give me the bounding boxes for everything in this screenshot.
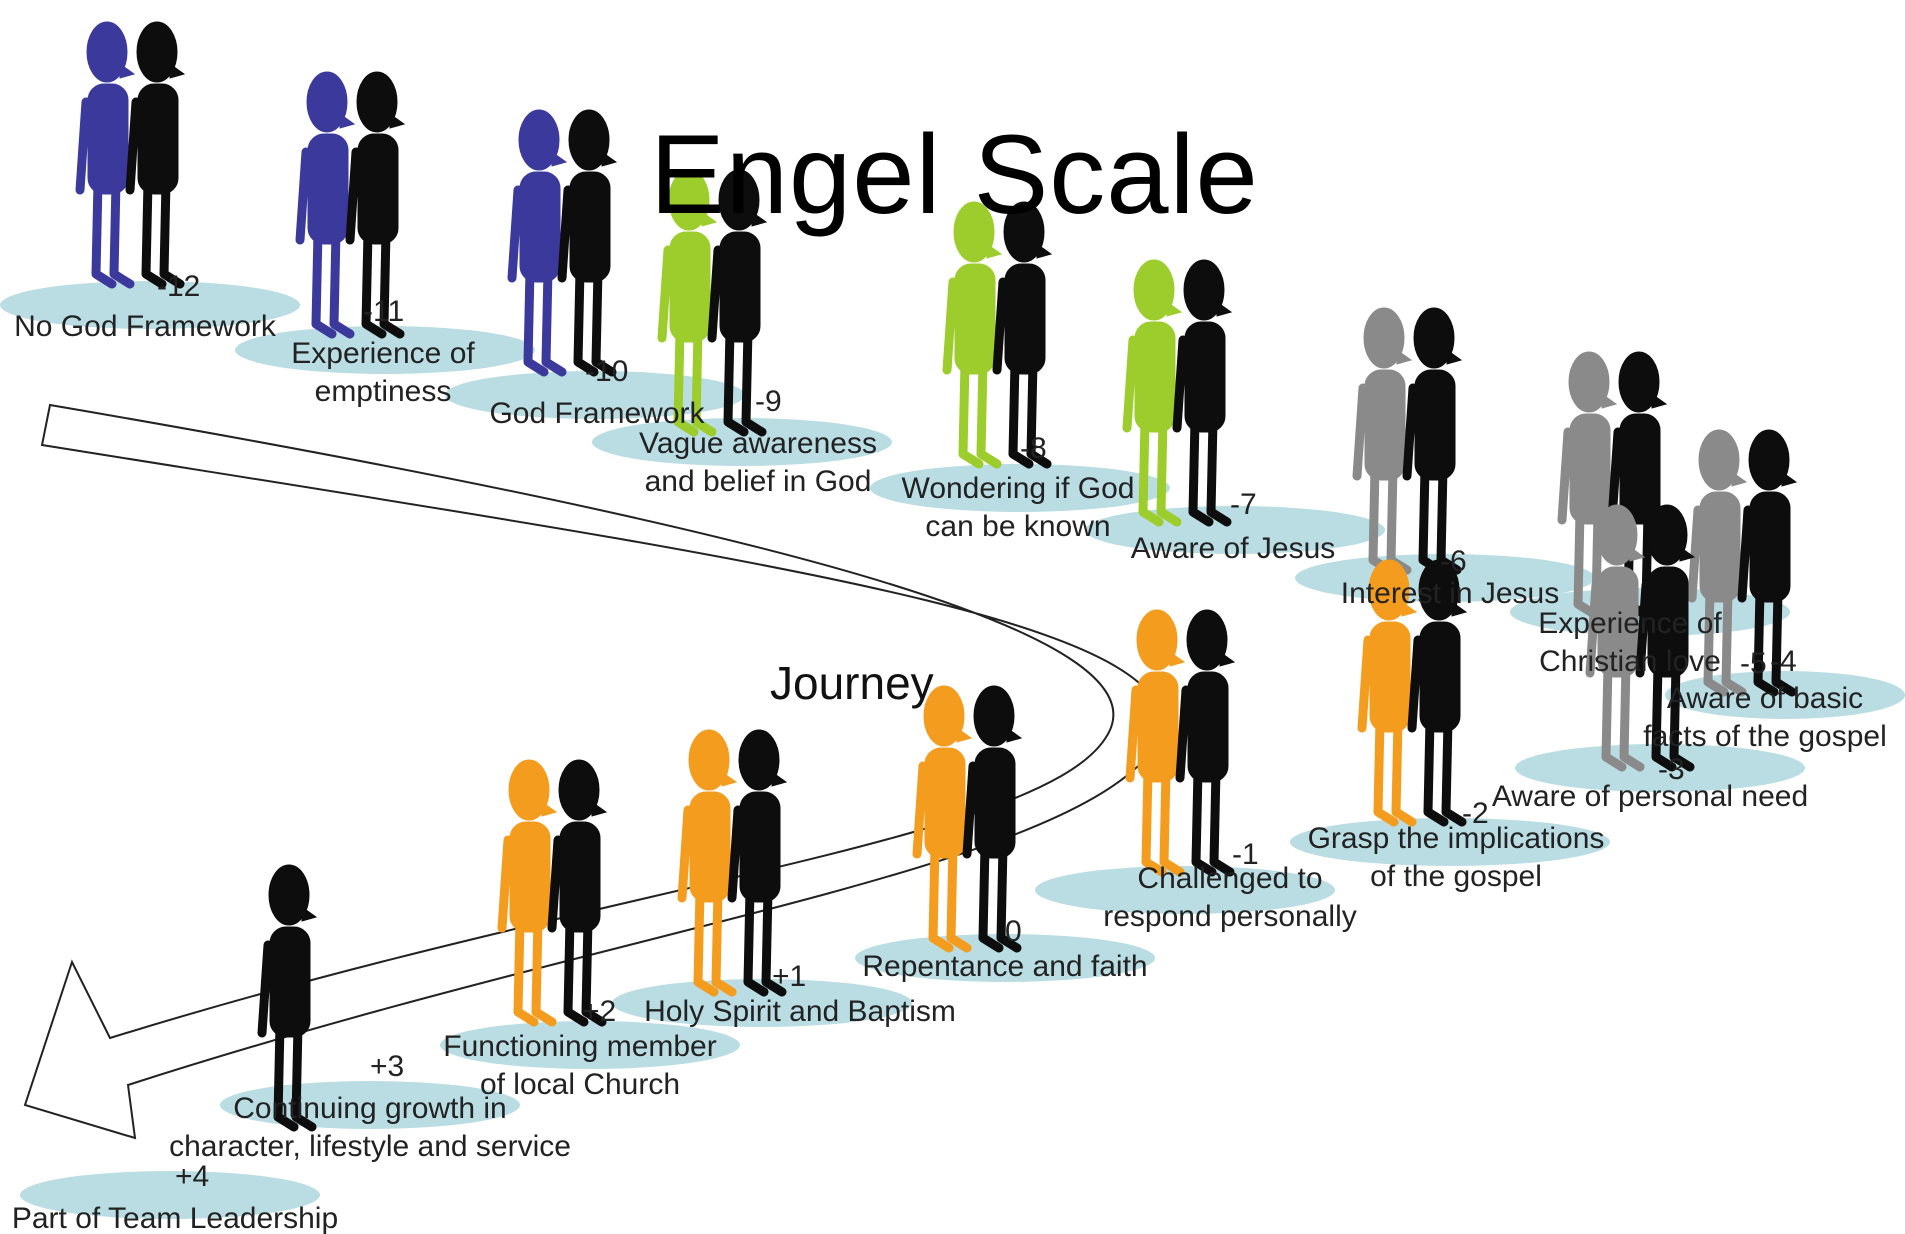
journey-label: Journey xyxy=(770,657,934,709)
stage-label: Part of Team Leadership xyxy=(11,1202,339,1234)
stage-pad xyxy=(612,979,912,1027)
seeker-figure-icon xyxy=(1585,504,1646,772)
person-pair-icon xyxy=(295,71,406,339)
person-pair-icon xyxy=(257,864,318,1132)
guide-figure-icon xyxy=(345,71,406,339)
person-pair-icon xyxy=(507,109,618,377)
stage-number: 0 xyxy=(1005,915,1022,948)
guide-figure-icon xyxy=(547,759,608,1027)
guide-figure-icon xyxy=(557,109,618,377)
stage-number: +1 xyxy=(772,960,807,993)
stage-number: -2 xyxy=(1462,797,1489,830)
stage-pad xyxy=(1515,744,1805,792)
person-pair-icon xyxy=(1352,307,1463,575)
stage-pad xyxy=(870,464,1170,512)
person-pair-icon xyxy=(677,729,788,997)
stage-pad xyxy=(1035,866,1335,914)
stage-label: Aware of personal need xyxy=(1491,780,1809,813)
stage-pad xyxy=(1290,818,1610,866)
stage-number: -3 xyxy=(1658,753,1685,786)
stage-label: Repentance and faith xyxy=(862,950,1148,983)
guide-figure-icon xyxy=(1402,307,1463,575)
person-pair-icon xyxy=(497,759,608,1027)
stage-number: -9 xyxy=(755,385,782,418)
seeker-figure-icon xyxy=(497,759,558,1027)
stage-number: -8 xyxy=(1020,432,1047,465)
stage-number: +2 xyxy=(582,995,617,1028)
guide-figure-icon xyxy=(992,201,1053,469)
guide-figure-icon xyxy=(1737,429,1798,697)
seeker-figure-icon xyxy=(75,21,136,289)
seeker-figure-icon xyxy=(677,729,738,997)
person-pair-icon xyxy=(942,201,1053,469)
guide-figure-icon xyxy=(962,685,1023,953)
seeker-figure-icon xyxy=(1125,609,1186,877)
stage-pad xyxy=(20,1171,320,1219)
guide-figure-icon xyxy=(707,169,768,437)
seeker-figure-icon xyxy=(1122,259,1183,527)
stage-pad xyxy=(440,1021,740,1069)
stage-figures xyxy=(75,21,1798,1132)
person-pair-icon xyxy=(1585,504,1696,772)
guide-figure-icon xyxy=(1172,259,1233,527)
stage-pad xyxy=(592,418,892,466)
stage-pad xyxy=(0,281,300,329)
person-pair-icon xyxy=(912,685,1023,953)
guide-figure-icon xyxy=(1635,504,1696,772)
stage-number: -12 xyxy=(157,270,201,303)
stage-number: -10 xyxy=(585,355,629,388)
stage-number: -5 xyxy=(1740,647,1767,680)
stage-number: +3 xyxy=(370,1050,405,1083)
seeker-figure-icon xyxy=(912,685,973,953)
diagram-title: Engel Scale xyxy=(650,112,1259,237)
stage-number: -4 xyxy=(1770,645,1797,678)
seeker-figure-icon xyxy=(942,201,1003,469)
stage-label: Aware of Jesus xyxy=(1130,532,1336,565)
seeker-figure-icon xyxy=(657,169,718,437)
stage-number: -6 xyxy=(1440,545,1467,578)
stage-pad xyxy=(855,934,1155,982)
journey-arrow xyxy=(23,403,1164,1140)
stage-number: -11 xyxy=(363,295,405,328)
person-pair-icon xyxy=(1125,609,1236,877)
seeker-figure-icon xyxy=(1687,429,1748,697)
person-pair-icon xyxy=(1357,559,1468,827)
guide-figure-icon xyxy=(125,21,186,289)
person-pair-icon xyxy=(75,21,186,289)
person-pair-icon xyxy=(657,169,768,437)
stage-pad xyxy=(445,371,745,419)
person-pair-icon xyxy=(1687,429,1798,697)
guide-figure-icon xyxy=(257,864,318,1132)
guide-figure-icon xyxy=(1407,559,1468,827)
stage-label: No God Framework xyxy=(14,310,276,343)
person-pair-icon xyxy=(1122,259,1233,527)
stage-label: Holy Spirit and Baptism xyxy=(644,995,956,1028)
stage-label: Interest in Jesus xyxy=(1340,577,1560,610)
seeker-figure-icon xyxy=(1357,559,1418,827)
guide-figure-icon xyxy=(727,729,788,997)
guide-figure-icon xyxy=(1175,609,1236,877)
stage-pad xyxy=(235,326,535,374)
seeker-figure-icon xyxy=(295,71,356,339)
seeker-figure-icon xyxy=(507,109,568,377)
stage-number: +4 xyxy=(175,1160,210,1193)
stage-label: God Framework xyxy=(489,397,705,430)
stage-number: -7 xyxy=(1230,488,1257,521)
stage-number: -1 xyxy=(1232,838,1259,871)
